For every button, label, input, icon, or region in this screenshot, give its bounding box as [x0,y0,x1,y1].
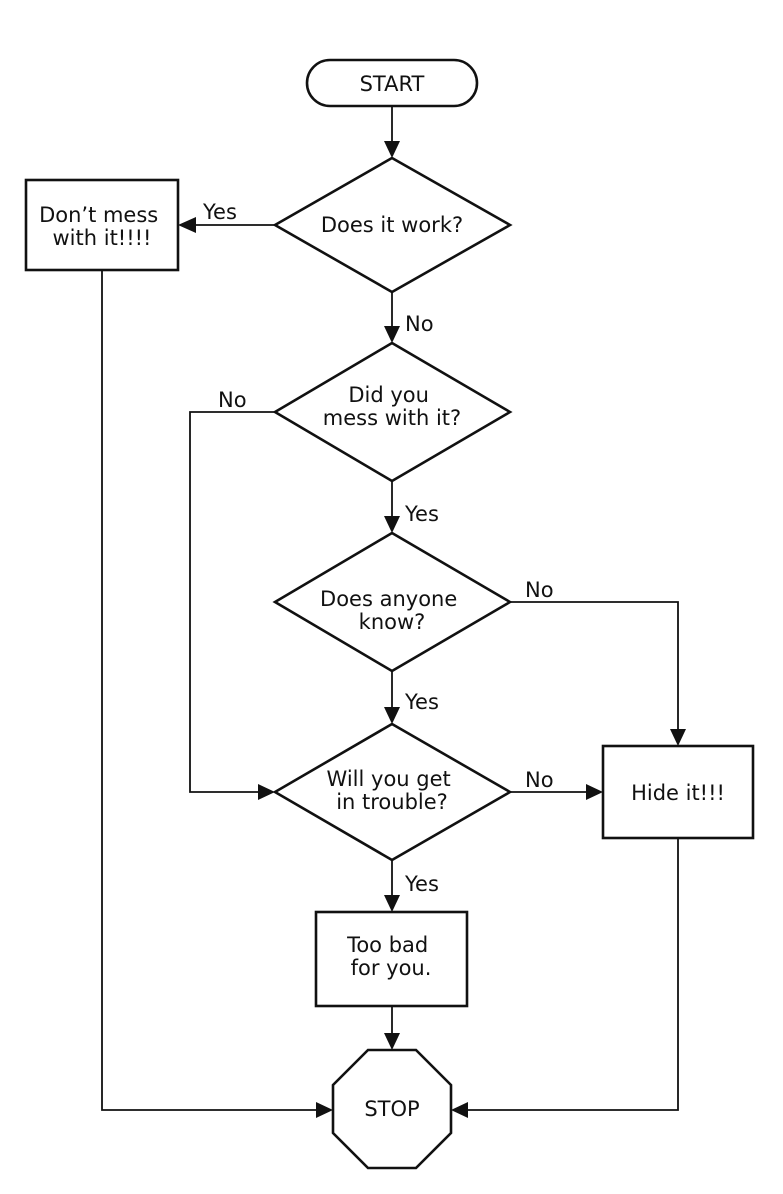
will-you-get-in-trouble-label: Will you get in trouble? [327,767,458,814]
node-dont-mess-with-it: Don’t mess with it!!!! [24,178,180,272]
edge-will-you-get-in-trouble-no: No [510,768,603,800]
too-bad-label: Too bad for you. [346,933,435,980]
does-anyone-know-label: Does anyone know? [320,587,464,634]
does-it-work-label: Does it work? [321,213,463,237]
edge-label-work-yes: Yes [202,200,237,224]
edge-label-know-no: No [525,578,554,602]
node-hide-it: Hide it!!! [601,744,755,840]
edge-does-it-work-no: No [384,292,434,343]
node-does-it-work: Does it work? [272,156,513,294]
edge-did-you-mess-yes: Yes [384,481,439,533]
edge-label-mess-no: No [218,388,247,412]
edge-label-trouble-yes: Yes [404,872,439,896]
edge-did-you-mess-no: No [189,388,275,800]
edge-dont-mess-to-stop [101,270,333,1118]
node-will-you-get-in-trouble: Will you get in trouble? [272,722,513,862]
edge-does-anyone-know-no: No [510,578,686,746]
edge-label-mess-yes: Yes [404,502,439,526]
node-does-anyone-know: Does anyone know? [272,531,513,673]
node-did-you-mess-with-it: Did you mess with it? [272,341,513,483]
edge-hide-it-to-stop [451,838,679,1118]
edge-start-to-does-it-work [384,106,400,158]
dont-mess-label: Don’t mess with it!!!! [39,203,165,250]
node-stop: STOP [331,1048,453,1170]
edge-does-anyone-know-yes: Yes [384,671,439,724]
stop-label: STOP [364,1097,419,1121]
edge-label-know-yes: Yes [404,690,439,714]
did-you-mess-label: Did you mess with it? [323,383,461,430]
edge-too-bad-to-stop [384,1006,400,1050]
node-start: START [305,58,479,108]
edge-label-trouble-no: No [525,768,554,792]
node-too-bad-for-you: Too bad for you. [314,910,469,1008]
edge-does-it-work-yes: Yes [178,200,275,233]
hide-it-label: Hide it!!! [631,781,725,805]
edge-will-you-get-in-trouble-yes: Yes [384,860,439,912]
edge-label-work-no: No [405,312,434,336]
start-label: START [360,72,425,96]
